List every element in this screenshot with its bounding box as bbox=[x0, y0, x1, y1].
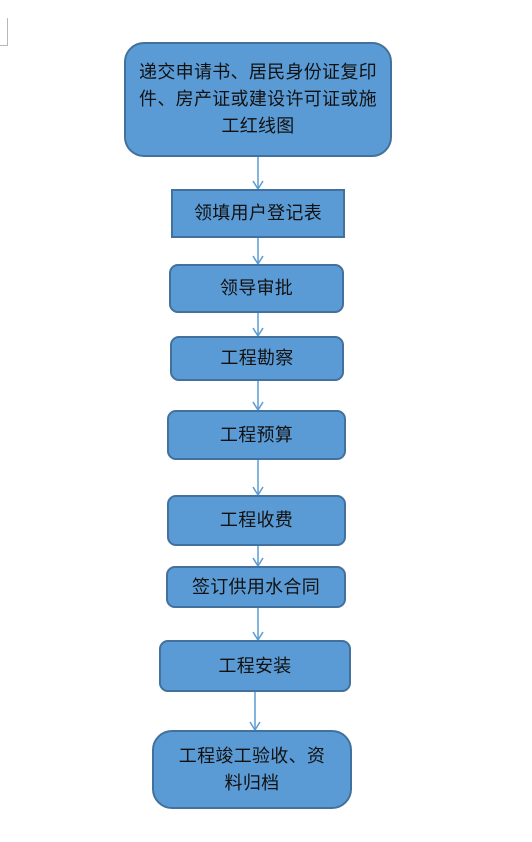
flow-step-engineering-installation-label: 工程安装 bbox=[218, 655, 292, 677]
connector-6 bbox=[252, 546, 264, 568]
connector-5 bbox=[252, 460, 264, 497]
flow-step-sign-water-contract-label: 签订供用水合同 bbox=[191, 576, 321, 598]
flow-step-engineering-survey: 工程勘察 bbox=[170, 336, 344, 381]
connector-2 bbox=[252, 238, 264, 266]
flow-step-submit-documents-label: 递交申请书、居民身份证复印件、房产证或建设许可证或施工红线图 bbox=[139, 62, 377, 137]
flow-step-leadership-approval-label: 领导审批 bbox=[219, 278, 294, 299]
flow-step-engineering-survey-label: 工程勘察 bbox=[220, 348, 294, 369]
flow-step-completion-acceptance-archive-label: 工程竣工验收、资料归档 bbox=[178, 745, 326, 794]
page-corner-mark bbox=[0, 18, 8, 46]
flow-step-fill-registration-form-label: 领填用户登记表 bbox=[193, 203, 323, 224]
flow-step-engineering-installation: 工程安装 bbox=[159, 640, 351, 692]
connector-8 bbox=[249, 692, 261, 732]
flow-step-engineering-budget: 工程预算 bbox=[167, 410, 346, 460]
flow-step-fill-registration-form: 领填用户登记表 bbox=[171, 189, 345, 238]
flow-step-completion-acceptance-archive: 工程竣工验收、资料归档 bbox=[152, 730, 352, 809]
flow-step-engineering-budget-label: 工程预算 bbox=[219, 424, 294, 446]
flow-step-submit-documents: 递交申请书、居民身份证复印件、房产证或建设许可证或施工红线图 bbox=[124, 42, 392, 157]
flow-step-engineering-fee-label: 工程收费 bbox=[219, 510, 294, 531]
flow-step-leadership-approval: 领导审批 bbox=[169, 264, 344, 313]
connector-4 bbox=[252, 381, 264, 412]
flow-step-sign-water-contract: 签订供用水合同 bbox=[166, 566, 346, 608]
flow-step-engineering-fee: 工程收费 bbox=[167, 495, 346, 546]
connector-7 bbox=[252, 608, 264, 642]
connector-3 bbox=[252, 313, 264, 338]
connector-1 bbox=[252, 157, 264, 191]
